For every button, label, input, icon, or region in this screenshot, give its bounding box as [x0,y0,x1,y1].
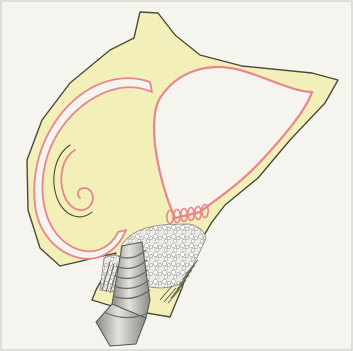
diagram-canvas [0,0,353,351]
sinus-lift-diagram [0,0,353,351]
